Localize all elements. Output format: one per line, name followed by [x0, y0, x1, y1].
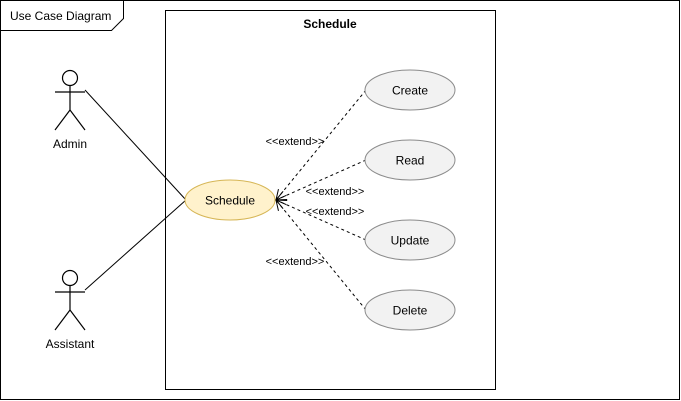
stick-figure-icon [54, 269, 86, 331]
extend-label-update: <<extend>> [306, 206, 365, 218]
actor-admin[interactable]: Admin [53, 69, 87, 152]
use-case-read-label: Read [396, 154, 425, 168]
use-case-create[interactable]: Create [364, 69, 456, 111]
stick-figure-icon [54, 69, 86, 131]
system-title: Schedule [303, 17, 357, 31]
use-case-schedule-label: Schedule [205, 194, 255, 208]
extend-update [276, 200, 367, 241]
association-assistant [84, 199, 187, 291]
use-case-create-label: Create [392, 84, 428, 98]
actor-assistant[interactable]: Assistant [46, 269, 95, 352]
frame-title-tab [0, 0, 124, 31]
frame-title: Use Case Diagram [10, 9, 111, 23]
use-case-delete-label: Delete [393, 304, 428, 318]
extend-read [276, 159, 367, 200]
use-case-delete[interactable]: Delete [364, 289, 456, 331]
extend-label-read: <<extend>> [306, 186, 365, 198]
use-case-update-label: Update [391, 234, 430, 248]
extend-label-delete: <<extend>> [266, 256, 325, 268]
actor-admin-label: Admin [53, 137, 87, 151]
use-case-update[interactable]: Update [364, 219, 456, 261]
use-case-read[interactable]: Read [364, 139, 456, 181]
actor-assistant-label: Assistant [46, 337, 95, 351]
use-case-schedule[interactable]: Schedule [184, 179, 276, 221]
extend-label-create: <<extend>> [266, 136, 325, 148]
association-admin [84, 89, 187, 201]
